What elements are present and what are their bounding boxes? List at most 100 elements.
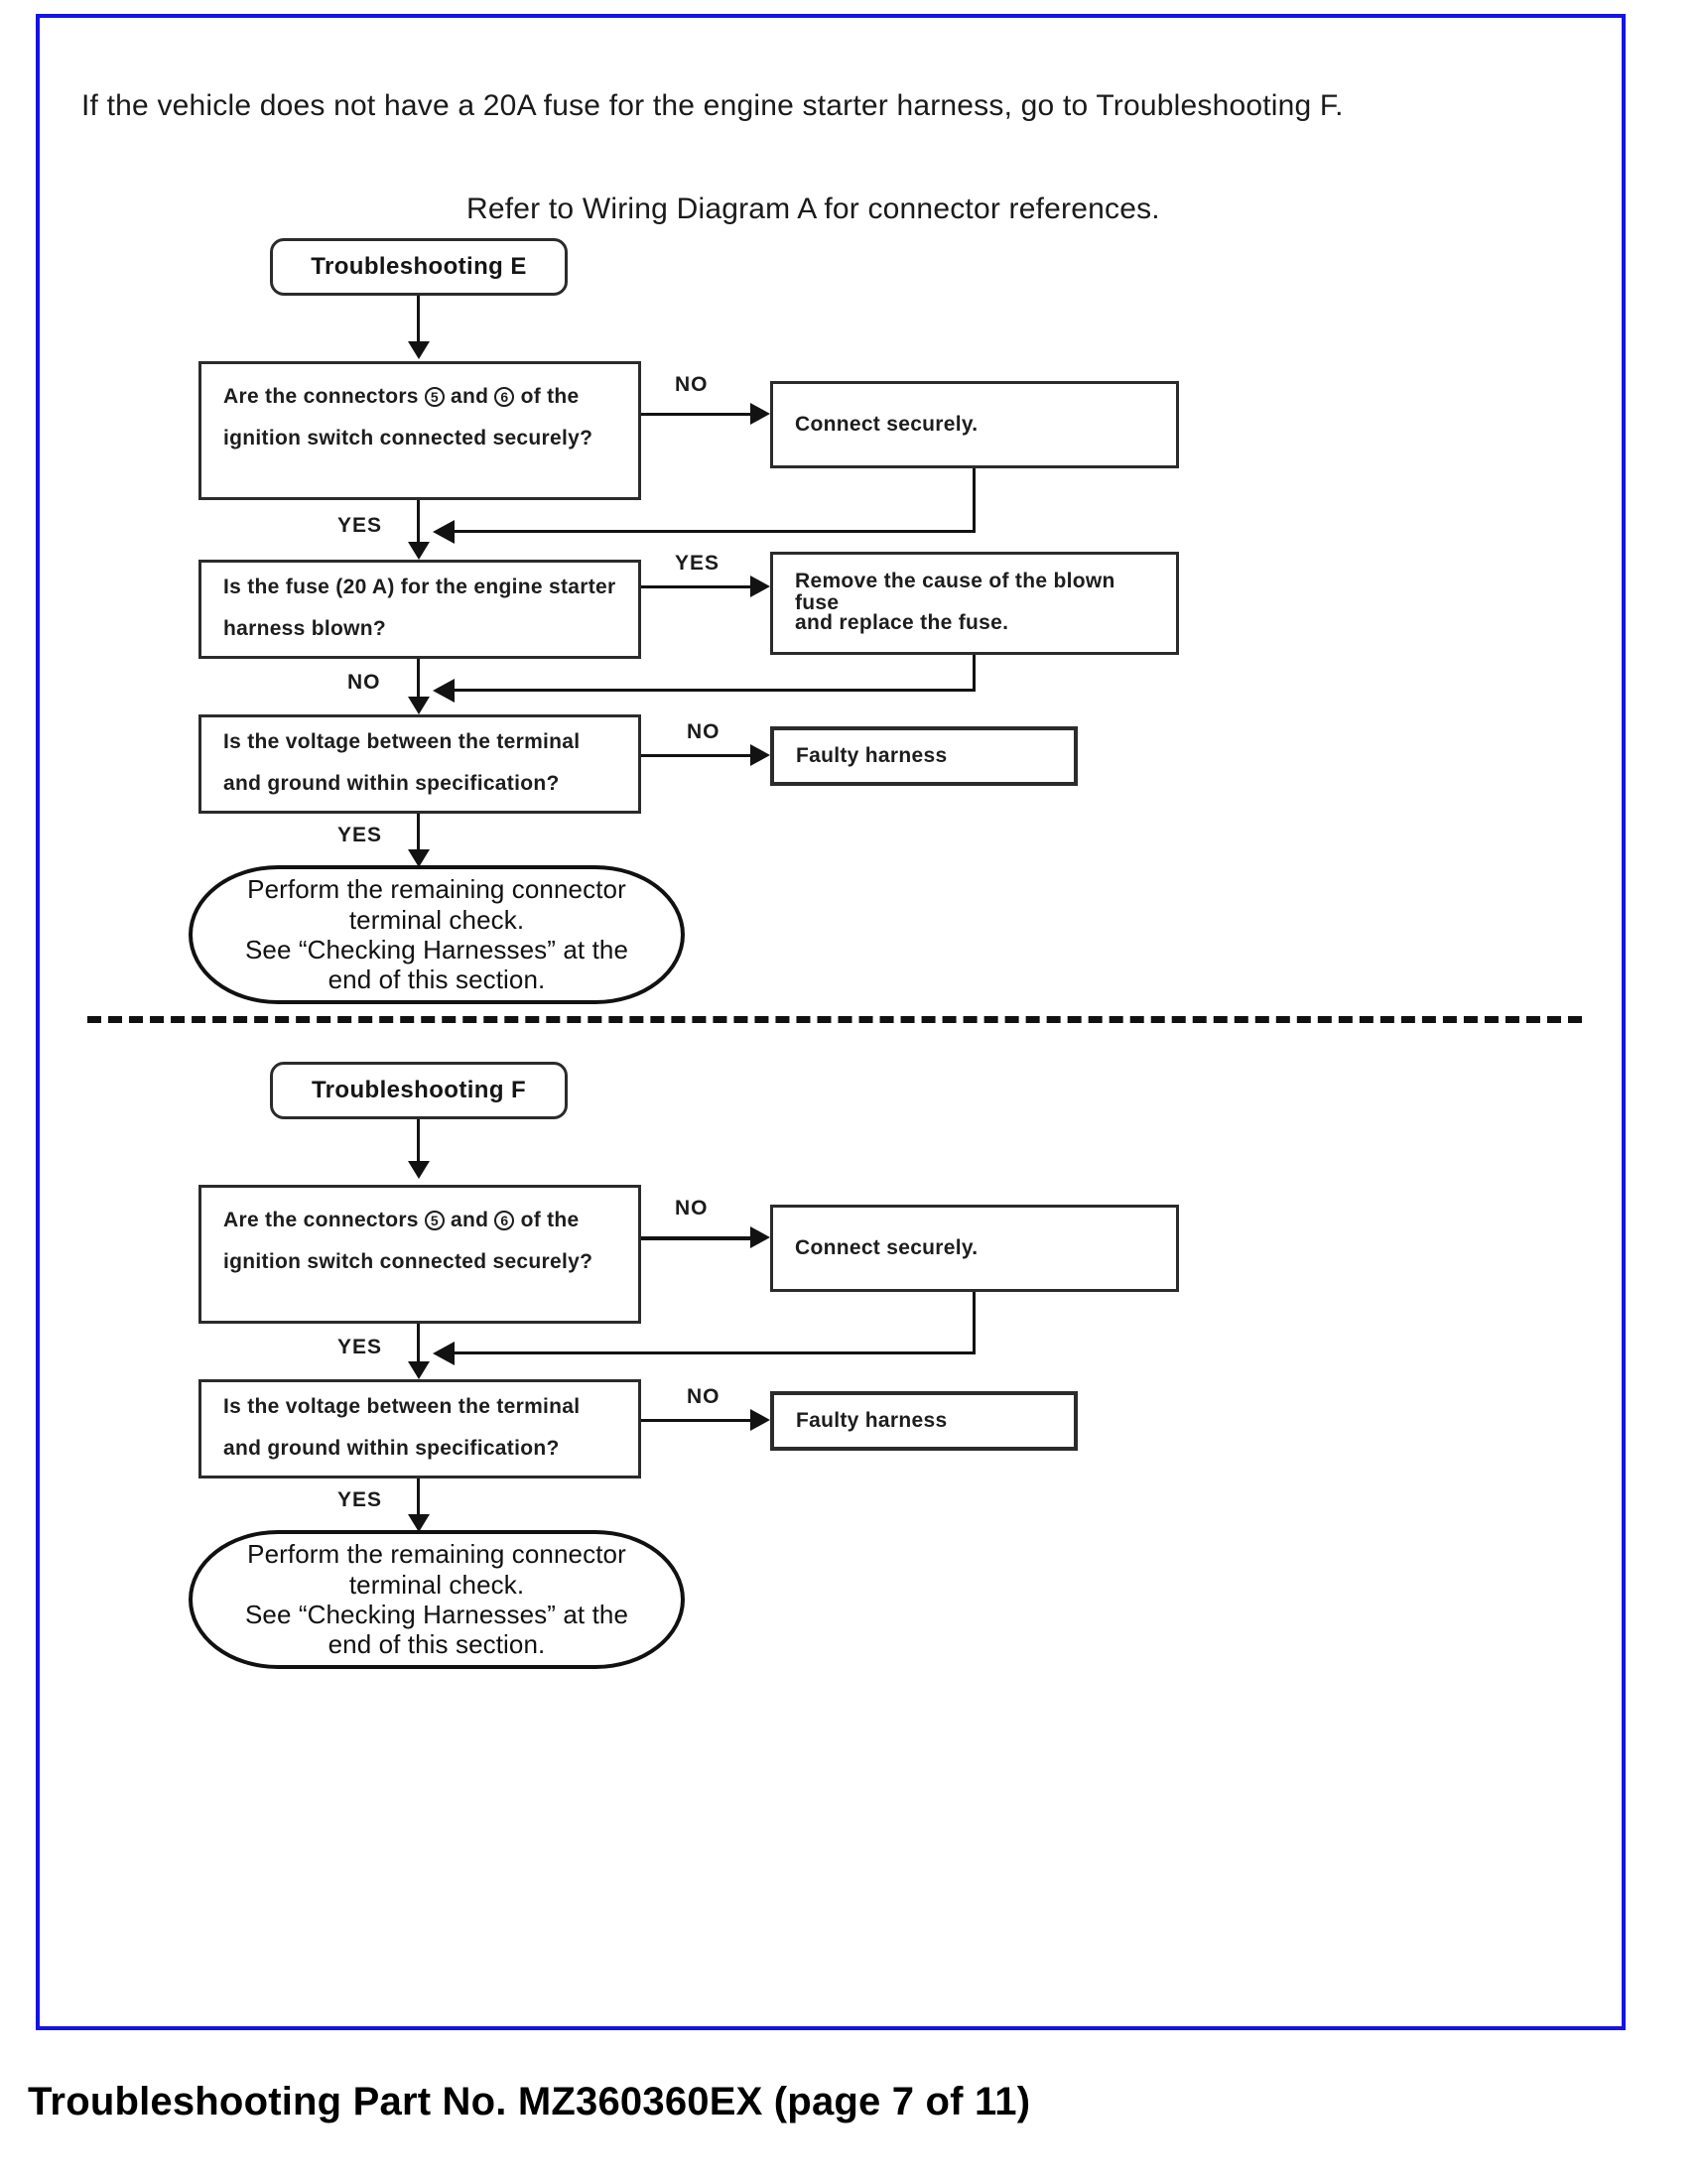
edge-e-q2-yes (641, 585, 754, 588)
edge-label-f-q2-yes: YES (337, 1488, 383, 1511)
f-action-faulty-harness-text: Faulty harness (796, 1408, 948, 1432)
f-terminal-line4: end of this section. (327, 1629, 546, 1660)
connector-5-circle-icon: 5 (424, 387, 445, 407)
edge-f-q2-yes (417, 1478, 420, 1526)
e-question-connectors-line2: ignition switch connected securely? (223, 427, 593, 450)
f-q1-line1-mid: and (444, 1209, 495, 1231)
edge-label-e-q2-yes: YES (675, 552, 720, 575)
arrow-f-q2-no (750, 1409, 770, 1431)
e-q1-line1-mid: and (444, 385, 495, 408)
edge-f-connect-return-horizontal (441, 1351, 976, 1354)
e-action-replace-fuse-line1: Remove the cause of the blown fuse (795, 570, 1115, 615)
edge-e-q2-no (417, 659, 420, 708)
edge-e-q3-yes (417, 814, 420, 861)
f-terminal-line3: See “Checking Harnesses” at the (244, 1600, 629, 1629)
arrow-e-q1-yes (408, 542, 430, 560)
connector-5-circle-icon: 5 (424, 1211, 445, 1230)
f-action-connect-securely-box: Connect securely. (770, 1205, 1179, 1292)
e-action-faulty-harness-box: Faulty harness (770, 726, 1078, 786)
f-q1-line1-pre: Are the connectors (223, 1209, 425, 1231)
troubleshooting-e-start-label: Troubleshooting E (311, 253, 527, 280)
edge-label-e-q3-yes: YES (337, 824, 383, 846)
e-question-connectors-line1: Are the connectors 5 and 6 of the (223, 385, 624, 408)
edge-f-q2-no (641, 1419, 754, 1422)
e-q1-line1-pre: Are the connectors (223, 385, 425, 408)
edge-e-q3-no (641, 754, 754, 757)
e-action-connect-securely-text: Connect securely. (795, 412, 979, 436)
edge-f-q1-no (641, 1236, 754, 1240)
footer-caption: Troubleshooting Part No. MZ360360EX (pag… (28, 2080, 1031, 2123)
edge-label-f-q2-no: NO (687, 1385, 720, 1408)
e-question-voltage-line1: Is the voltage between the terminal (223, 730, 581, 753)
arrow-e-q3-no (750, 744, 770, 766)
e-question-connectors-box: Are the connectors 5 and 6 of the igniti… (198, 361, 641, 500)
arrow-e-start-to-q1 (408, 341, 430, 359)
e-q1-line1-post: of the (514, 385, 580, 408)
f-action-faulty-harness-box: Faulty harness (770, 1391, 1078, 1451)
edge-f-start-to-q1 (417, 1119, 420, 1171)
page-border-frame: If the vehicle does not have a 20A fuse … (36, 14, 1626, 2030)
f-q1-line1-post: of the (514, 1209, 580, 1231)
edge-e-fuse-return-vertical (973, 655, 976, 691)
e-action-replace-fuse-line2: and replace the fuse. (795, 611, 1009, 634)
f-action-connect-securely-text: Connect securely. (795, 1235, 979, 1259)
arrow-f-q2-yes (408, 1514, 430, 1532)
f-question-connectors-box: Are the connectors 5 and 6 of the igniti… (198, 1185, 641, 1324)
edge-f-connect-return-vertical (973, 1292, 976, 1353)
edge-e-connect-return-horizontal (441, 530, 976, 533)
edge-e-fuse-return-horizontal (441, 689, 976, 692)
e-terminal-line3: See “Checking Harnesses” at the (244, 935, 629, 964)
f-question-connectors-line2: ignition switch connected securely? (223, 1250, 593, 1273)
e-action-replace-fuse-box: Remove the cause of the blown fuse and r… (770, 552, 1179, 655)
e-question-fuse-box: Is the fuse (20 A) for the engine starte… (198, 560, 641, 659)
f-question-voltage-line1: Is the voltage between the terminal (223, 1395, 581, 1418)
arrow-e-connect-return (433, 520, 455, 544)
wiring-diagram-reference-text: Refer to Wiring Diagram A for connector … (466, 193, 1160, 225)
troubleshooting-e-start-node: Troubleshooting E (270, 238, 568, 296)
e-action-faulty-harness-text: Faulty harness (796, 743, 948, 767)
f-terminal-line2: terminal check. (348, 1569, 525, 1600)
edge-label-e-q2-no: NO (347, 671, 381, 694)
edge-f-q1-yes (417, 1324, 420, 1373)
edge-label-e-q3-no: NO (687, 720, 720, 743)
connector-6-circle-icon: 6 (494, 1211, 515, 1230)
arrow-f-connect-return (433, 1342, 455, 1365)
e-question-fuse-line1: Is the fuse (20 A) for the engine starte… (223, 576, 616, 598)
f-question-voltage-box: Is the voltage between the terminal and … (198, 1379, 641, 1478)
f-terminal-line1: Perform the remaining connector (247, 1539, 626, 1570)
e-terminal-line2: terminal check. (348, 904, 525, 935)
edge-label-f-q1-no: NO (675, 1197, 709, 1220)
f-question-connectors-line1: Are the connectors 5 and 6 of the (223, 1209, 624, 1231)
section-divider (87, 1016, 1582, 1023)
e-terminal-line4: end of this section. (327, 964, 546, 995)
intro-note-text: If the vehicle does not have a 20A fuse … (81, 89, 1344, 122)
edge-label-e-q1-yes: YES (337, 514, 383, 537)
arrow-e-q2-yes (750, 576, 770, 597)
edge-label-e-q1-no: NO (675, 373, 709, 396)
e-question-voltage-line2: and ground within specification? (223, 772, 560, 795)
arrow-f-start-to-q1 (408, 1161, 430, 1179)
edge-e-q1-yes (417, 500, 420, 556)
arrow-e-fuse-return (433, 679, 455, 703)
connector-6-circle-icon: 6 (494, 387, 515, 407)
f-question-voltage-line2: and ground within specification? (223, 1437, 560, 1460)
e-terminal-node: Perform the remaining connector terminal… (189, 865, 685, 1004)
e-action-connect-securely-box: Connect securely. (770, 381, 1179, 468)
troubleshooting-f-start-node: Troubleshooting F (270, 1062, 568, 1119)
arrow-e-q3-yes (408, 849, 430, 867)
f-terminal-text: Perform the remaining connector terminal… (245, 1539, 628, 1660)
edge-e-connect-return-vertical (973, 468, 976, 532)
e-question-fuse-line2: harness blown? (223, 617, 387, 640)
arrow-f-q1-yes (408, 1361, 430, 1379)
edge-e-start-to-q1 (417, 296, 420, 351)
e-terminal-line1: Perform the remaining connector (247, 874, 626, 905)
f-terminal-node: Perform the remaining connector terminal… (189, 1530, 685, 1669)
arrow-f-q1-no (750, 1226, 770, 1248)
e-question-voltage-box: Is the voltage between the terminal and … (198, 714, 641, 814)
arrow-e-q1-no (750, 403, 770, 425)
arrow-e-q2-no (408, 697, 430, 714)
edge-e-q1-no (641, 413, 754, 416)
troubleshooting-f-start-label: Troubleshooting F (311, 1077, 527, 1103)
edge-label-f-q1-yes: YES (337, 1336, 383, 1358)
